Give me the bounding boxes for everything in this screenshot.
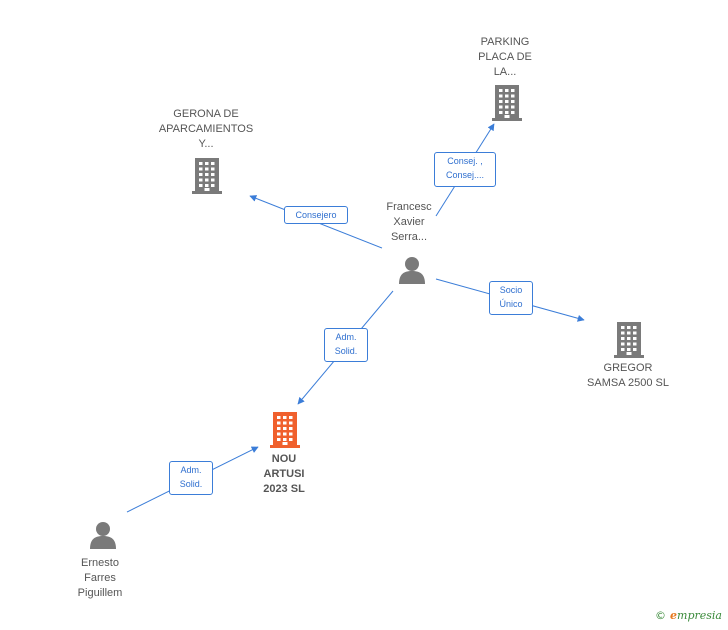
parking-building-icon[interactable] xyxy=(492,85,522,126)
empresia-brand[interactable]: ©empresia xyxy=(655,609,722,622)
edge-label-ernesto-to-nou: Adm. Solid. xyxy=(169,461,213,495)
edge-label-to-parking: Consej. , Consej.... xyxy=(434,152,496,187)
gerona-building-icon[interactable] xyxy=(192,158,222,199)
francesc-label[interactable]: Francesc Xavier Serra... xyxy=(386,201,432,243)
nou-label[interactable]: NOU ARTUSI 2023 SL xyxy=(263,453,305,495)
ernesto-label[interactable]: Ernesto Farres Piguillem xyxy=(77,557,123,599)
brand-initial: e xyxy=(670,609,678,622)
brand-name: mpresia xyxy=(677,609,722,622)
copyright-symbol: © xyxy=(655,609,667,622)
gregor-label[interactable]: GREGOR SAMSA 2500 SL xyxy=(587,362,669,389)
edge-label-francesc-to-nou: Adm. Solid. xyxy=(324,328,368,362)
gerona-label[interactable]: GERONA DE APARCAMIENTOS Y... xyxy=(158,108,254,150)
francesc-person-icon[interactable] xyxy=(397,255,427,290)
parking-label[interactable]: PARKING PLACA DE LA... xyxy=(478,36,532,78)
nou-building-icon[interactable] xyxy=(270,412,300,453)
edge-label-to-gregor: Socio Único xyxy=(489,281,533,315)
ernesto-person-icon[interactable] xyxy=(88,520,118,555)
gregor-building-icon[interactable] xyxy=(614,322,644,363)
edge-label-to-gerona: Consejero xyxy=(284,206,348,224)
